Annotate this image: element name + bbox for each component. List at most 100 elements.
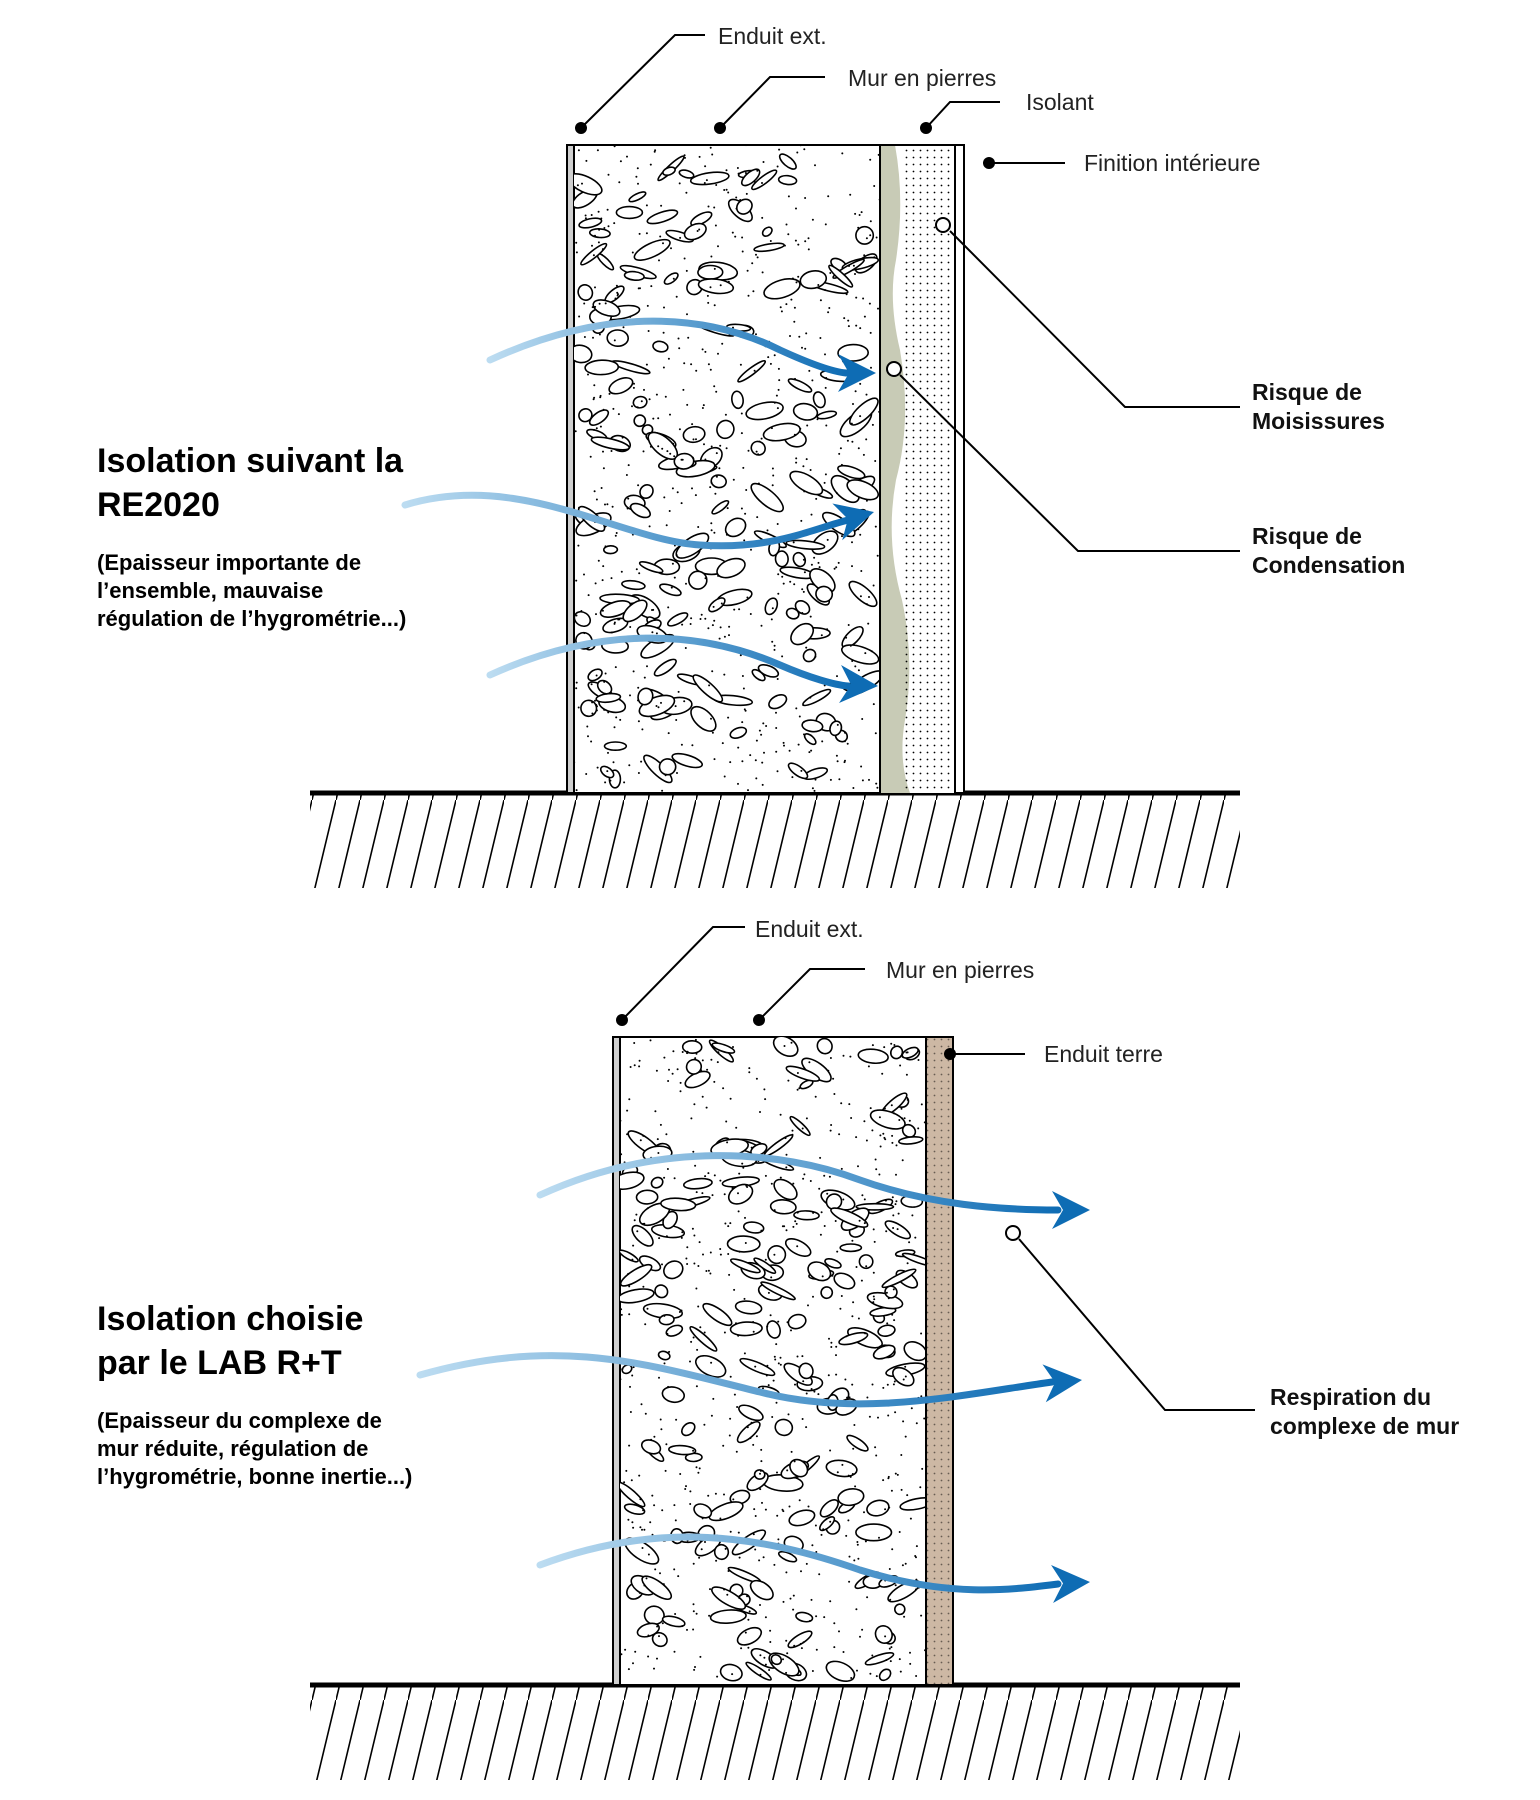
speckle <box>738 1556 741 1559</box>
bottom-section: Enduit ext. Mur en pierres Enduit terre … <box>97 916 1459 1780</box>
speckle <box>836 675 838 678</box>
speckle <box>676 491 679 494</box>
speckle <box>695 1385 698 1388</box>
speckle <box>639 1139 642 1142</box>
speckle <box>612 761 615 764</box>
speckle <box>656 1138 659 1141</box>
speckle <box>813 556 816 559</box>
speckle <box>632 386 635 389</box>
speckle <box>660 701 662 704</box>
stone <box>787 762 809 780</box>
speckle <box>707 1172 710 1175</box>
speckle <box>737 1334 740 1337</box>
speckle <box>656 1625 659 1628</box>
speckle <box>725 188 728 191</box>
speckle <box>708 1614 711 1617</box>
speckle <box>583 302 586 305</box>
speckle <box>890 1646 893 1649</box>
speckle <box>894 1472 897 1475</box>
speckle <box>651 609 653 611</box>
speckle <box>776 1514 779 1517</box>
speckle <box>829 589 832 591</box>
vapor-arrow <box>486 317 850 377</box>
speckle <box>632 1662 634 1665</box>
speckle <box>686 1263 689 1265</box>
speckle <box>689 1490 692 1493</box>
speckle <box>691 487 693 490</box>
stone <box>763 278 801 300</box>
label-enduit-ext-bottom: Enduit ext. <box>755 916 864 942</box>
speckle <box>863 315 866 318</box>
vapor-arrow <box>401 491 852 550</box>
speckle <box>810 1388 813 1390</box>
speckle <box>713 206 716 209</box>
speckle <box>710 481 713 484</box>
speckle <box>713 758 716 761</box>
speckle <box>888 1568 891 1570</box>
speckle <box>620 570 623 573</box>
speckle <box>610 450 613 452</box>
stone <box>638 561 664 574</box>
stone <box>764 597 779 616</box>
speckle <box>820 634 823 637</box>
speckle <box>835 1373 838 1376</box>
speckle <box>756 169 759 172</box>
speckle <box>852 787 855 789</box>
vapor-arrowhead <box>832 503 874 541</box>
speckle <box>761 1501 763 1504</box>
speckle <box>762 722 765 725</box>
speckle <box>811 1544 814 1547</box>
speckle <box>869 1672 872 1675</box>
speckle <box>602 565 605 568</box>
speckle <box>777 1362 780 1365</box>
speckle <box>755 333 757 336</box>
speckle <box>655 393 658 396</box>
speckle <box>885 1230 888 1233</box>
speckle <box>575 681 578 684</box>
stone <box>767 1245 787 1265</box>
speckle <box>613 145 616 148</box>
speckle <box>911 1214 914 1217</box>
speckle <box>632 670 635 673</box>
speckle <box>878 1116 881 1119</box>
stone <box>739 1357 776 1377</box>
subtitle-bottom-3: l’hygrométrie, bonne inertie...) <box>97 1464 412 1489</box>
speckle <box>711 624 714 627</box>
speckle <box>691 423 694 426</box>
speckle <box>668 510 671 512</box>
speckle <box>695 1287 698 1290</box>
speckle <box>847 1474 850 1477</box>
speckle <box>699 1326 702 1329</box>
speckle <box>827 1374 830 1377</box>
speckle <box>705 1270 708 1272</box>
speckle <box>864 1332 867 1335</box>
speckle <box>633 1219 636 1222</box>
speckle <box>703 443 705 446</box>
speckle <box>587 594 590 597</box>
speckle <box>787 233 790 236</box>
stone <box>864 1652 895 1666</box>
speckle <box>743 1352 746 1355</box>
speckle <box>703 182 706 184</box>
stone <box>702 1302 733 1327</box>
speckle <box>793 1460 796 1463</box>
speckle <box>614 534 617 537</box>
speckle <box>822 1528 825 1531</box>
speckle <box>789 580 792 583</box>
speckle <box>851 660 854 662</box>
stone <box>788 1509 816 1527</box>
speckle <box>861 779 864 782</box>
speckle <box>678 428 681 431</box>
speckle <box>632 1244 635 1247</box>
speckle <box>685 582 687 585</box>
speckle <box>721 742 724 745</box>
speckle <box>674 705 677 708</box>
speckle <box>651 631 654 634</box>
speckle <box>854 390 857 393</box>
speckle <box>750 1146 753 1149</box>
speckle <box>838 1630 840 1633</box>
speckle <box>741 236 744 239</box>
speckle <box>823 1225 826 1227</box>
speckle <box>814 778 817 781</box>
speckle <box>685 269 688 272</box>
